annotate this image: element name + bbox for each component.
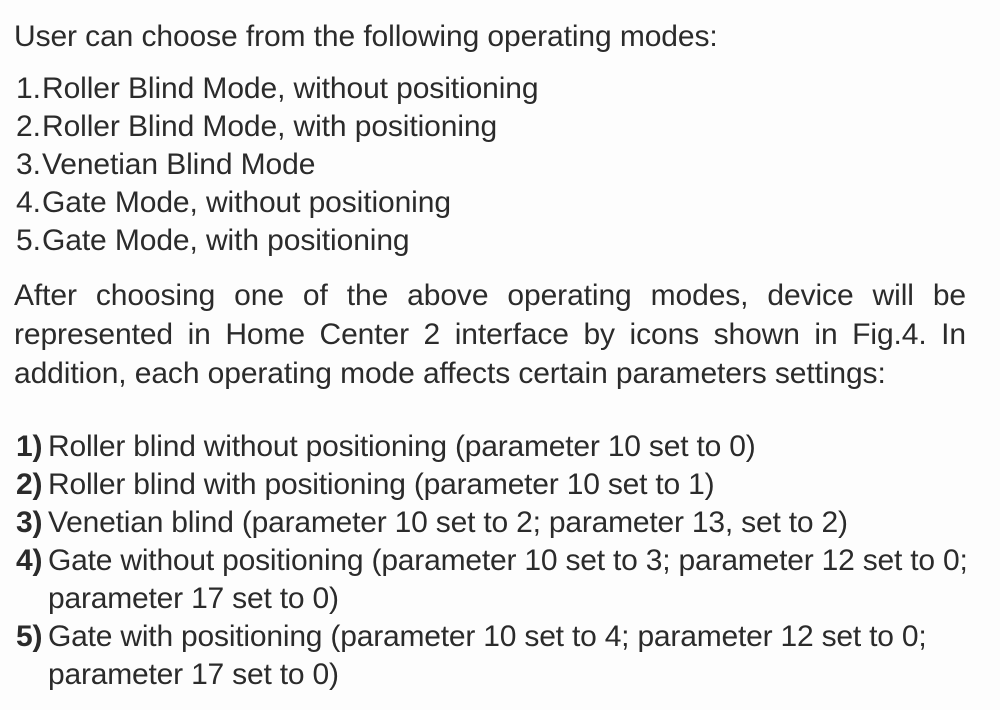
list-item-number: 4. bbox=[16, 186, 41, 219]
list-item-label: Venetian Blind Mode bbox=[42, 148, 316, 181]
list-item: 3.Venetian Blind Mode bbox=[16, 146, 976, 184]
list-item: 1.Roller Blind Mode, without positioning bbox=[16, 70, 976, 108]
list-item: 2.Roller Blind Mode, with positioning bbox=[16, 108, 976, 146]
intro-paragraph: User can choose from the following opera… bbox=[14, 20, 718, 53]
list-item-number: 2. bbox=[16, 110, 41, 143]
list-item-number: 1. bbox=[16, 72, 41, 105]
list-item: 3) Venetian blind (parameter 10 set to 2… bbox=[16, 504, 978, 542]
list-item-label: Roller Blind Mode, without positioning bbox=[42, 72, 539, 105]
list-item: 2) Roller blind with positioning (parame… bbox=[16, 466, 978, 504]
list-item-marker: 2) bbox=[16, 468, 43, 501]
list-item-marker: 4) bbox=[16, 544, 43, 577]
list-item-text: Roller blind without positioning (parame… bbox=[48, 430, 756, 463]
list-item: 1) Roller blind without positioning (par… bbox=[16, 428, 978, 466]
list-item-label: Gate Mode, without positioning bbox=[42, 186, 451, 219]
list-item-text: Gate with positioning (parameter 10 set … bbox=[48, 620, 927, 691]
list-item-label: Gate Mode, with positioning bbox=[42, 224, 410, 257]
list-item-text: Roller blind with positioning (parameter… bbox=[48, 468, 715, 501]
list-item-number: 5. bbox=[16, 224, 41, 257]
body-paragraph: After choosing one of the above operatin… bbox=[14, 279, 966, 390]
list-item-label: Roller Blind Mode, with positioning bbox=[42, 110, 498, 143]
operating-mode-list: 1.Roller Blind Mode, without positioning… bbox=[16, 70, 976, 260]
list-item-marker: 1) bbox=[16, 430, 43, 463]
list-item-text: Gate without positioning (parameter 10 s… bbox=[48, 544, 968, 615]
list-item-number: 3. bbox=[16, 148, 41, 181]
list-item: 4.Gate Mode, without positioning bbox=[16, 184, 976, 222]
list-item: 5.Gate Mode, with positioning bbox=[16, 222, 976, 260]
list-item: 4) Gate without positioning (parameter 1… bbox=[16, 542, 978, 618]
list-item: 5) Gate with positioning (parameter 10 s… bbox=[16, 618, 978, 694]
list-item-marker: 3) bbox=[16, 506, 43, 539]
list-item-marker: 5) bbox=[16, 620, 43, 653]
parameter-settings-list: 1) Roller blind without positioning (par… bbox=[16, 428, 978, 694]
list-item-text: Venetian blind (parameter 10 set to 2; p… bbox=[48, 506, 848, 539]
